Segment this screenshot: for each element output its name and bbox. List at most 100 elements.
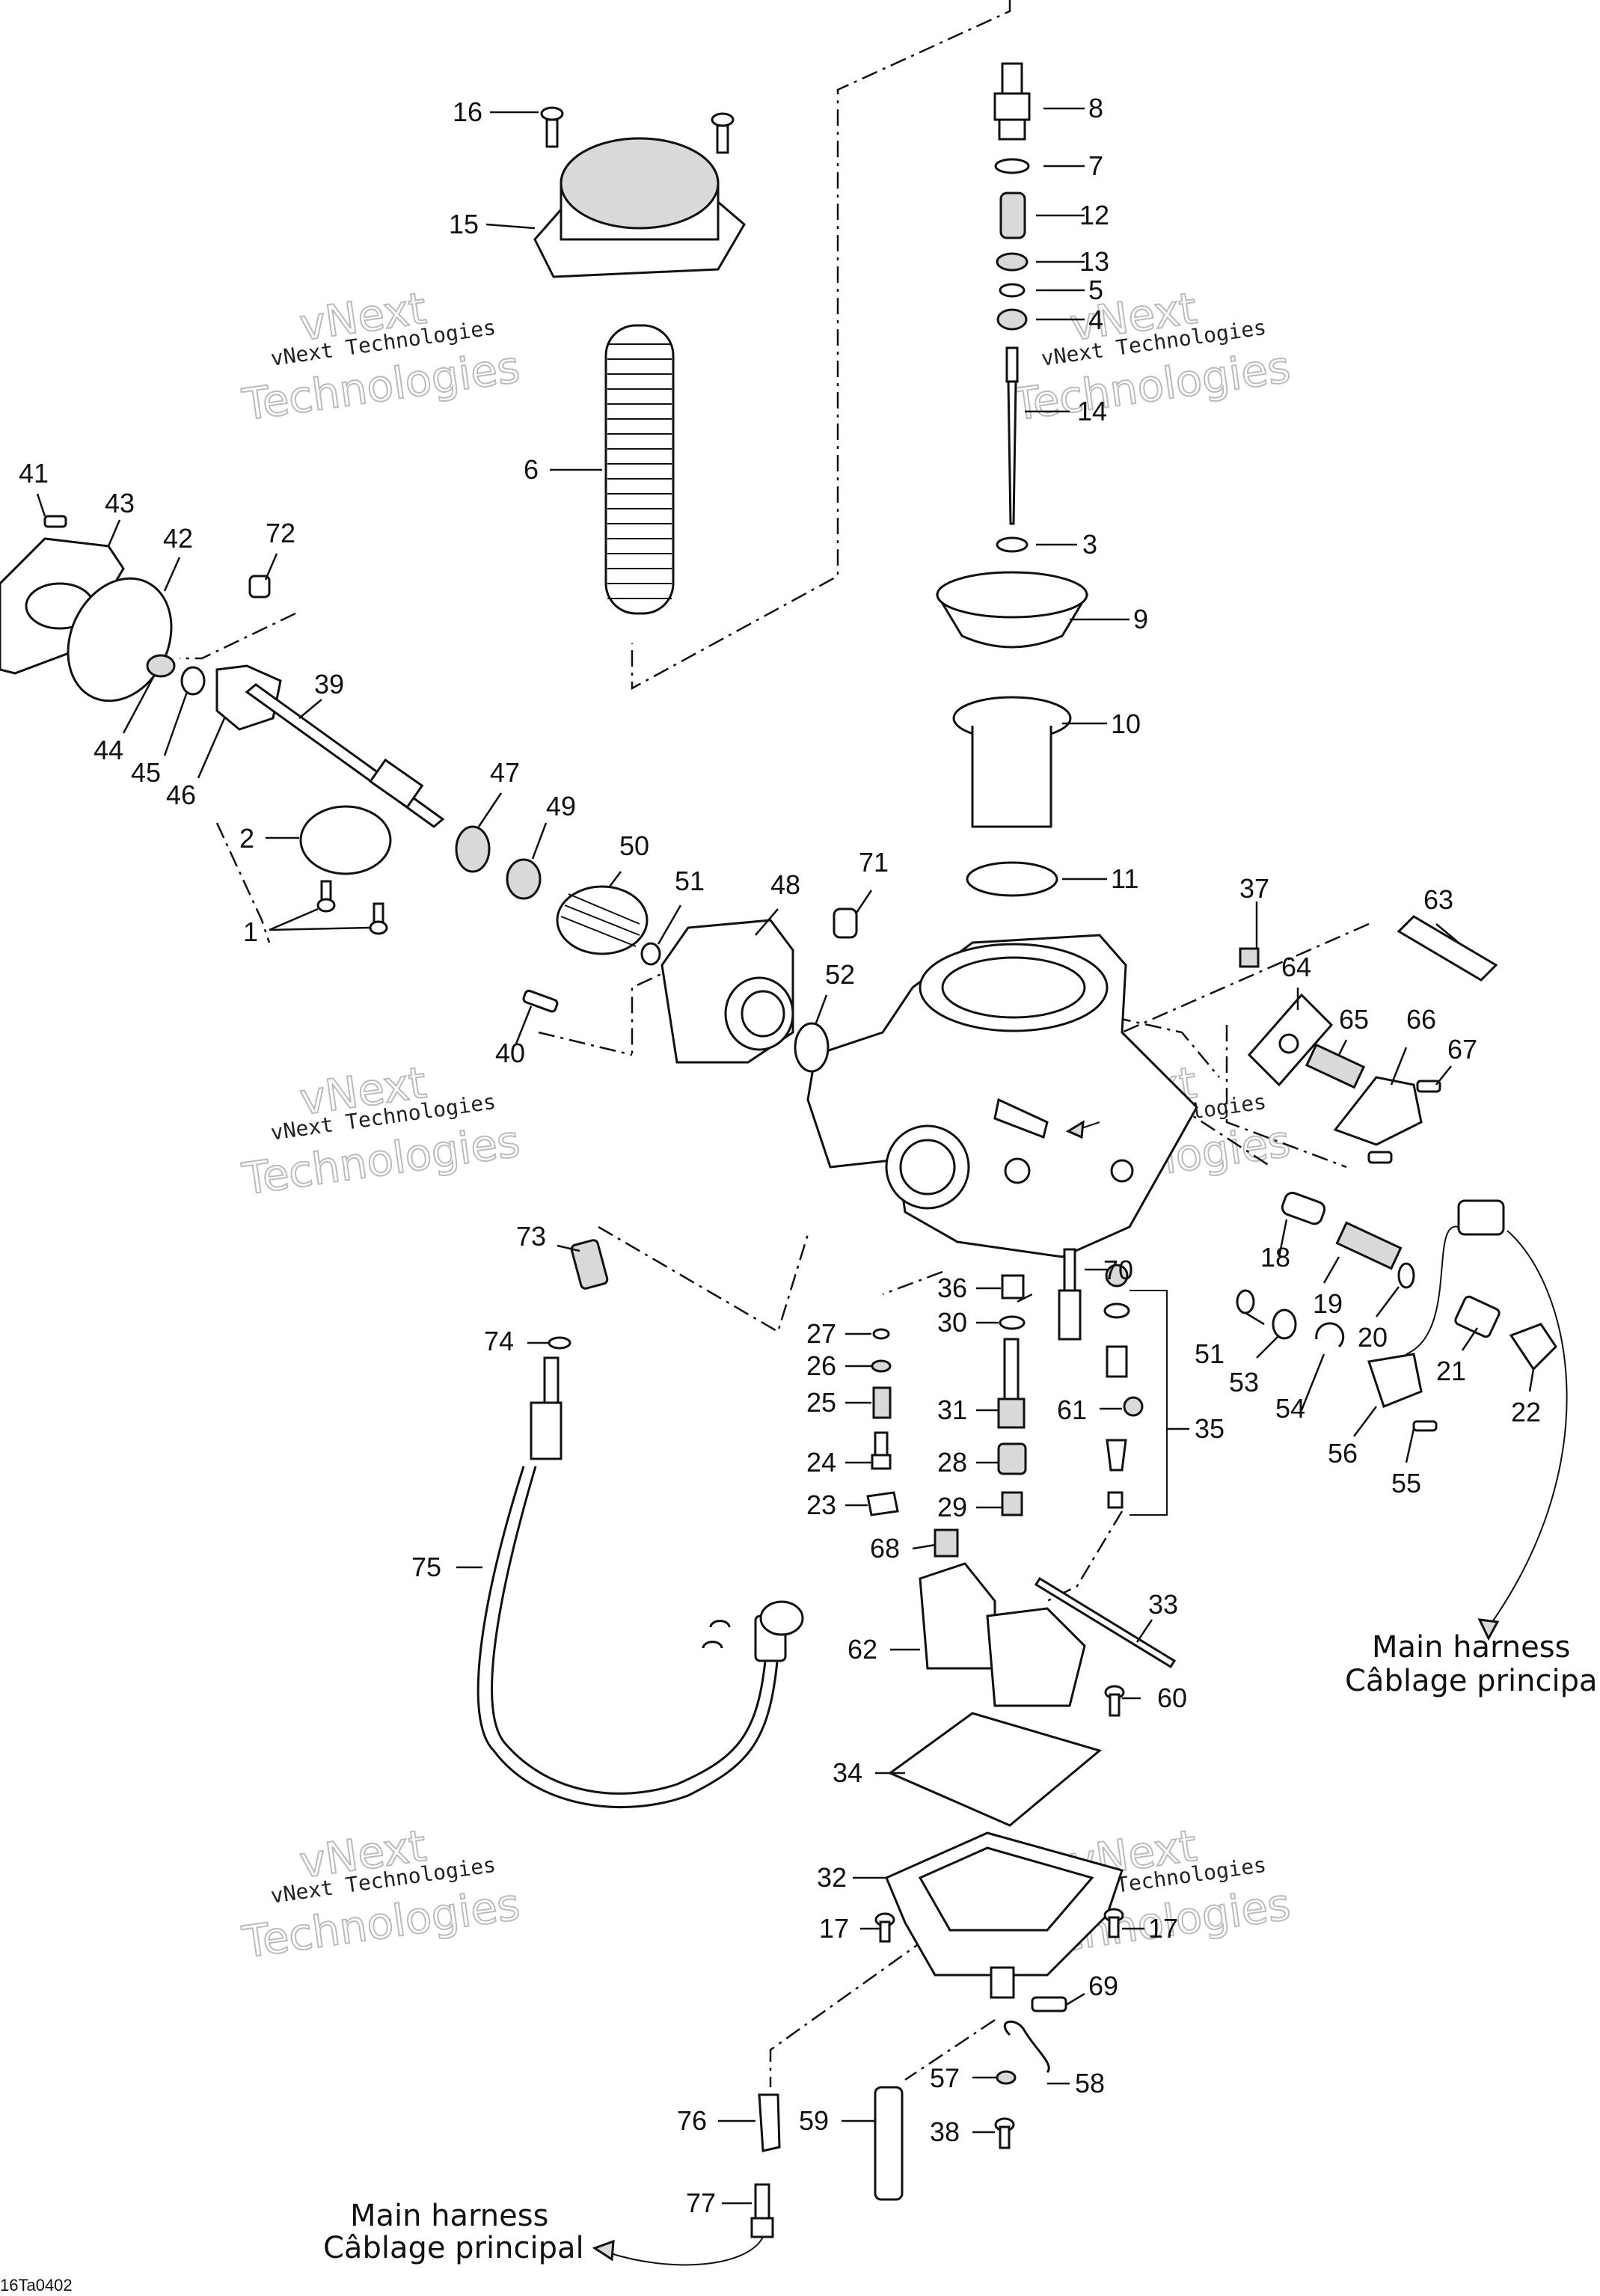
callout-77: 77 bbox=[686, 2188, 716, 2218]
slide-10 bbox=[952, 696, 1072, 828]
spring-65 bbox=[1305, 1043, 1366, 1089]
callout-57: 57 bbox=[930, 2063, 960, 2093]
callout-34: 34 bbox=[833, 1757, 862, 1788]
drawing-code: 16Ta0402 bbox=[0, 2276, 73, 2295]
harness-label-en: Main harness bbox=[350, 2199, 548, 2233]
callout-21: 21 bbox=[1436, 1356, 1466, 1386]
callout-65: 65 bbox=[1339, 1004, 1369, 1035]
harness-note-right: Main harness Câblage principal bbox=[1345, 1630, 1600, 1698]
o-ring-51b bbox=[1236, 1289, 1255, 1314]
callout-9: 9 bbox=[1133, 604, 1148, 634]
pin-33 bbox=[1034, 1576, 1177, 1669]
o-ring-7 bbox=[994, 158, 1030, 174]
drain-screw-69 bbox=[1031, 1996, 1067, 2012]
callout-42: 42 bbox=[163, 523, 193, 554]
callout-20: 20 bbox=[1358, 1322, 1388, 1353]
callout-7: 7 bbox=[1088, 150, 1103, 181]
washer-47 bbox=[455, 825, 491, 873]
callout-55: 55 bbox=[1391, 1468, 1421, 1498]
callout-26: 26 bbox=[806, 1350, 836, 1381]
harness-label-en: Main harness bbox=[1372, 1630, 1570, 1665]
callout-56: 56 bbox=[1328, 1438, 1358, 1469]
callout-68: 68 bbox=[870, 1533, 900, 1564]
o-ring-27 bbox=[872, 1328, 890, 1340]
callout-39: 39 bbox=[314, 669, 344, 699]
clip-76 bbox=[758, 2093, 781, 2152]
emulsion-tube-31 bbox=[997, 1338, 1026, 1429]
callout-46: 46 bbox=[166, 780, 196, 810]
callout-13: 13 bbox=[1079, 246, 1109, 277]
callout-59: 59 bbox=[799, 2105, 829, 2136]
float-62 bbox=[919, 1562, 1086, 1707]
callout-12: 12 bbox=[1079, 200, 1109, 230]
lever-46 bbox=[215, 664, 282, 731]
needle-valve-35 bbox=[1103, 1264, 1130, 1378]
bracket-35 bbox=[1129, 1290, 1168, 1516]
washer-53 bbox=[1272, 1308, 1297, 1340]
arrow-head-right bbox=[1477, 1618, 1500, 1641]
jet-68 bbox=[934, 1528, 959, 1558]
nut-44 bbox=[146, 654, 176, 678]
jet-holder-28 bbox=[997, 1442, 1027, 1475]
washer-13 bbox=[996, 252, 1029, 272]
callout-17a: 17 bbox=[819, 1913, 849, 1944]
callout-22: 22 bbox=[1511, 1397, 1541, 1427]
callout-8: 8 bbox=[1088, 93, 1103, 123]
callout-50: 50 bbox=[619, 830, 649, 861]
callout-75: 75 bbox=[411, 1552, 441, 1582]
callout-36: 36 bbox=[937, 1273, 967, 1303]
float-bowl-32 bbox=[885, 1831, 1124, 1999]
callout-5: 5 bbox=[1088, 275, 1103, 305]
callout-28: 28 bbox=[937, 1447, 967, 1478]
screw-40 bbox=[522, 989, 559, 1013]
float-needle-61 bbox=[1106, 1396, 1144, 1472]
callout-51b: 51 bbox=[1195, 1338, 1224, 1369]
callout-70: 70 bbox=[1103, 1255, 1133, 1285]
housing-66 bbox=[1333, 1076, 1423, 1146]
needle-14 bbox=[1005, 346, 1019, 525]
hose-59 bbox=[874, 2086, 904, 2201]
o-ring-30 bbox=[999, 1315, 1026, 1330]
screw-41 bbox=[43, 515, 67, 528]
callout-64: 64 bbox=[1281, 952, 1311, 982]
bushing-49 bbox=[506, 858, 542, 900]
screw-17-left bbox=[874, 1912, 895, 1943]
callout-73: 73 bbox=[516, 1221, 546, 1252]
callout-62: 62 bbox=[847, 1634, 877, 1665]
pilot-screw-70 bbox=[1058, 1248, 1082, 1341]
callout-69: 69 bbox=[1088, 1971, 1118, 2001]
callout-25: 25 bbox=[806, 1387, 836, 1418]
spring-50 bbox=[556, 885, 649, 955]
screw-16-left bbox=[540, 106, 564, 148]
diaphragm-9 bbox=[935, 571, 1089, 649]
callout-72: 72 bbox=[266, 518, 295, 548]
cap-22 bbox=[1509, 1323, 1557, 1371]
washer-26 bbox=[871, 1359, 892, 1373]
callout-4: 4 bbox=[1088, 304, 1103, 335]
washer-3 bbox=[996, 536, 1029, 553]
harness-label-fr: Câblage principal bbox=[323, 2231, 584, 2265]
callout-18: 18 bbox=[1260, 1242, 1290, 1273]
callout-10: 10 bbox=[1111, 708, 1141, 739]
carburetor-body bbox=[806, 934, 1198, 1258]
callout-51a: 51 bbox=[675, 866, 705, 896]
callout-24: 24 bbox=[806, 1447, 836, 1478]
plunger-18 bbox=[1281, 1191, 1326, 1225]
screw-16-right bbox=[711, 112, 735, 154]
callout-19: 19 bbox=[1313, 1288, 1343, 1319]
callout-74: 74 bbox=[484, 1326, 514, 1356]
harness-label-fr: Câblage principal bbox=[1345, 1664, 1600, 1698]
o-ring-51 bbox=[640, 942, 661, 966]
callout-45: 45 bbox=[131, 757, 161, 788]
clip-35 bbox=[1107, 1491, 1124, 1509]
callout-43: 43 bbox=[105, 488, 135, 518]
clip-58 bbox=[1003, 2020, 1050, 2074]
callout-17b: 17 bbox=[1148, 1913, 1178, 1944]
callout-14: 14 bbox=[1077, 396, 1107, 426]
callout-48: 48 bbox=[770, 869, 800, 900]
harness-note-left: Main harness Câblage principal bbox=[323, 2199, 584, 2265]
callout-35: 35 bbox=[1195, 1413, 1224, 1444]
carburetor-parts bbox=[0, 62, 1568, 2266]
screw-55 bbox=[1412, 1420, 1438, 1432]
